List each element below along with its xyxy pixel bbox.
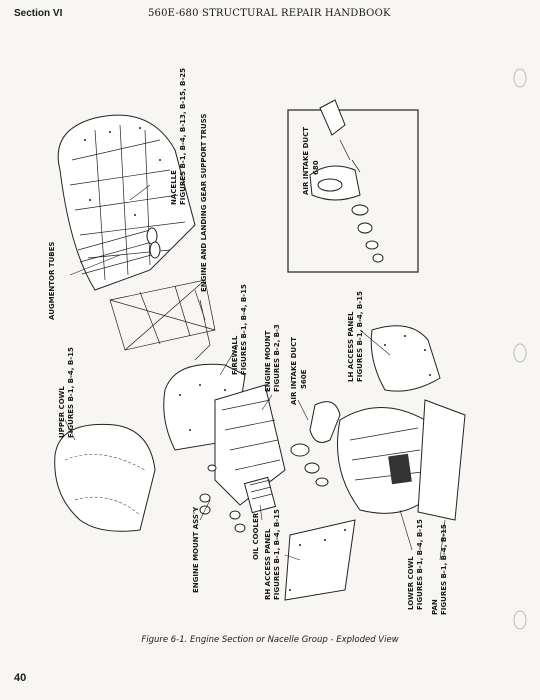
lower-cowl-drawing [337, 407, 426, 514]
air-intake-560e-drawing [290, 401, 341, 487]
label-upper-cowl: UPPER COWL FIGURES B-1, B-4, B-15 [58, 347, 75, 438]
binder-hole-top [513, 68, 527, 88]
label-firewall: FIREWALL FIGURES B-1, B-4, B-15 [231, 284, 248, 375]
label-lower-cowl-line1: LOWER COWL [407, 556, 415, 610]
leader-rh-access [284, 554, 301, 561]
leader-oil-cooler [259, 504, 263, 521]
leader-engine-mount [261, 394, 273, 411]
label-upper-cowl-line1: UPPER COWL [58, 386, 66, 438]
leader-air-intake-560e [297, 399, 309, 421]
label-lh-access: LH ACCESS PANEL FIGURES B-1, B-4, B-15 [347, 291, 364, 382]
label-air-intake-560e: AIR INTAKE DUCT 560E [290, 337, 308, 405]
upper-cowl-drawing [54, 423, 156, 532]
leader-engine-mount-assy [199, 499, 211, 521]
label-lower-cowl-line2: FIGURES B-1, B-4, B-15 [416, 519, 424, 610]
label-rh-access-line2: FIGURES B-1, B-4, B-15 [273, 509, 281, 600]
label-oil-cooler: OIL COOLER [252, 512, 260, 560]
label-upper-cowl-line2: FIGURES B-1, B-4, B-15 [67, 347, 75, 438]
label-lh-access-line2: FIGURES B-1, B-4, B-15 [356, 291, 364, 382]
leader-truss [194, 289, 206, 321]
label-oil-cooler-line1: OIL COOLER [252, 512, 260, 560]
leader-nacelle [129, 184, 151, 201]
pan-drawing [417, 399, 466, 521]
augmentor-tubes-drawing [77, 227, 161, 275]
label-engine-mount-assy-line1: ENGINE MOUNT ASS'Y [192, 506, 200, 593]
label-pan-line1: PAN [431, 599, 439, 615]
leader-pan [439, 519, 446, 561]
figure-caption: Figure 6-1. Engine Section or Nacelle Gr… [141, 635, 399, 645]
label-lower-cowl: LOWER COWL FIGURES B-1, B-4, B-15 [407, 519, 424, 610]
label-rh-access-line1: RH ACCESS PANEL [264, 528, 272, 600]
label-rh-access: RH ACCESS PANEL FIGURES B-1, B-4, B-15 [264, 509, 281, 600]
label-pan: PAN FIGURES B-1, B-4, B-15 [431, 524, 448, 615]
handbook-title: 560E-680 STRUCTURAL REPAIR HANDBOOK [148, 8, 391, 19]
leader-augmentor [69, 254, 121, 276]
label-engine-mount-line2: FIGURES B-2, B-3 [273, 324, 281, 392]
leader-lh-access [359, 329, 391, 356]
label-engine-truss: ENGINE AND LANDING GEAR SUPPORT TRUSS [200, 114, 208, 292]
binder-hole-bottom [513, 610, 527, 630]
label-air-intake-560e-line2: 560E [300, 369, 308, 389]
label-firewall-line1: FIREWALL [231, 335, 239, 375]
label-air-intake-680-line1: AIR INTAKE DUCT [302, 127, 310, 195]
leader-upper-cowl [64, 419, 76, 441]
label-nacelle: NACELLE FIGURES B-1, B-4, B-13, B-15, B-… [170, 68, 187, 205]
label-engine-mount: ENGINE MOUNT FIGURES B-2, B-3 [264, 324, 281, 392]
label-air-intake-680-line2: 680 [312, 160, 320, 175]
air-intake-680-box [287, 109, 419, 273]
label-pan-line2: FIGURES B-1, B-4, B-15 [440, 524, 448, 615]
label-nacelle-line1: NACELLE [170, 170, 178, 205]
label-engine-truss-line1: ENGINE AND LANDING GEAR SUPPORT TRUSS [200, 114, 208, 292]
label-air-intake-680: AIR INTAKE DUCT 680 [302, 127, 320, 195]
engine-mount-drawing [214, 384, 286, 514]
leader-firewall [219, 344, 239, 376]
label-air-intake-560e-line1: AIR INTAKE DUCT [290, 337, 298, 405]
label-firewall-line2: FIGURES B-1, B-4, B-15 [240, 284, 248, 375]
label-nacelle-line2: FIGURES B-1, B-4, B-13, B-15, B-25 [179, 68, 187, 205]
leader-lower-cowl [399, 509, 413, 551]
section-label: Section VI [14, 8, 63, 19]
air-intake-680-drawing [309, 99, 384, 263]
binder-hole-middle [513, 343, 527, 363]
lh-access-panel-drawing [370, 325, 441, 392]
label-augmentor-line1: AUGMENTOR TUBES [48, 242, 56, 320]
rh-access-panel-drawing [284, 519, 356, 601]
page-number: 40 [14, 672, 27, 684]
label-lh-access-line1: LH ACCESS PANEL [347, 311, 355, 382]
label-engine-mount-line1: ENGINE MOUNT [264, 330, 272, 392]
label-engine-mount-assy: ENGINE MOUNT ASS'Y [192, 506, 200, 593]
label-augmentor: AUGMENTOR TUBES [48, 242, 56, 320]
